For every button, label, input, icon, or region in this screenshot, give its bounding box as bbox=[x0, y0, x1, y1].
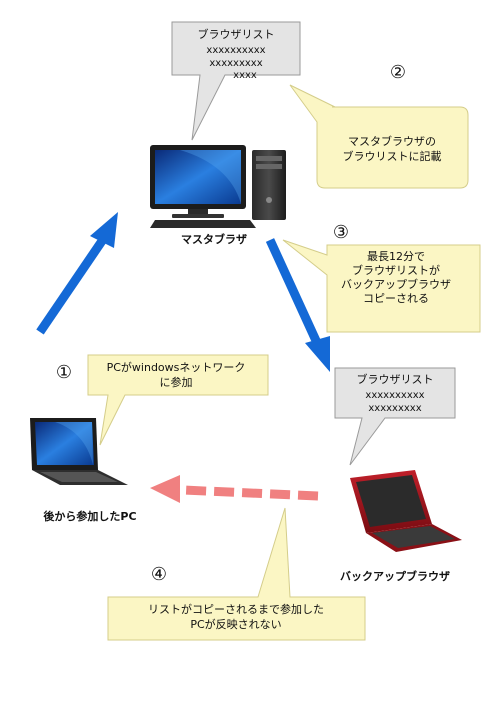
new-pc-label: 後から参加したPC bbox=[43, 509, 136, 523]
master-browse-list-entry: xxxx bbox=[233, 70, 257, 81]
step-3-text-line: ブラウザリストが bbox=[352, 263, 440, 277]
master-browse-list-entry: xxxxxxxxxx bbox=[206, 45, 265, 56]
master-browse-list-entry: xxxxxxxxx bbox=[209, 58, 262, 69]
step-1-text-line: に参加 bbox=[160, 375, 193, 389]
step-3-text-line: コピーされる bbox=[363, 292, 429, 305]
step-4-callout: ④ リストがコピーされるまで参加した PCが反映されない bbox=[107, 507, 366, 641]
step-1-number: ① bbox=[56, 362, 72, 383]
backup-browser-laptop-icon bbox=[350, 470, 462, 552]
step-3-text-line: 最長12分で bbox=[367, 250, 425, 263]
step-1-callout: ① PCがwindowsネットワーク に参加 bbox=[56, 354, 269, 446]
step-1-text-line: PCがwindowsネットワーク bbox=[107, 360, 246, 374]
step-2-text-line: マスタブラウザの bbox=[348, 134, 436, 148]
step-3-callout: ③ 最長12分で ブラウザリストが バックアップブラウザ コピーされる bbox=[282, 222, 481, 333]
backup-browse-list-callout: ブラウザリスト xxxxxxxxxx xxxxxxxxx bbox=[334, 367, 456, 466]
master-browser-pc-icon bbox=[150, 145, 286, 228]
arrow-backup-to-newpc bbox=[150, 475, 319, 503]
step-2-text-line: ブラウリストに記載 bbox=[343, 149, 442, 163]
new-pc-laptop-icon bbox=[30, 418, 128, 485]
step-3-number: ③ bbox=[333, 222, 349, 243]
backup-browse-list-entry: xxxxxxxxx bbox=[368, 403, 421, 414]
step-2-number: ② bbox=[390, 62, 406, 83]
arrow-master-to-backup bbox=[265, 238, 330, 372]
master-browse-list-title: ブラウザリスト bbox=[198, 27, 275, 41]
backup-browser-label: バックアップブラウザ bbox=[340, 569, 450, 583]
arrow-newpc-to-master bbox=[36, 212, 118, 335]
step-4-number: ④ bbox=[151, 564, 167, 585]
backup-browse-list-title: ブラウザリスト bbox=[357, 372, 434, 386]
backup-browse-list-entry: xxxxxxxxxx bbox=[365, 390, 424, 401]
step-3-text-line: バックアップブラウザ bbox=[341, 277, 451, 291]
step-4-text-line: PCが反映されない bbox=[190, 617, 281, 631]
master-browser-label: マスタブラザ bbox=[181, 232, 247, 246]
step-2-callout: ② マスタブラウザの ブラウリストに記載 bbox=[289, 62, 469, 189]
master-browse-list-callout: ブラウザリスト xxxxxxxxxx xxxxxxxxx xxxx bbox=[171, 21, 301, 141]
step-4-text-line: リストがコピーされるまで参加した bbox=[148, 602, 324, 616]
